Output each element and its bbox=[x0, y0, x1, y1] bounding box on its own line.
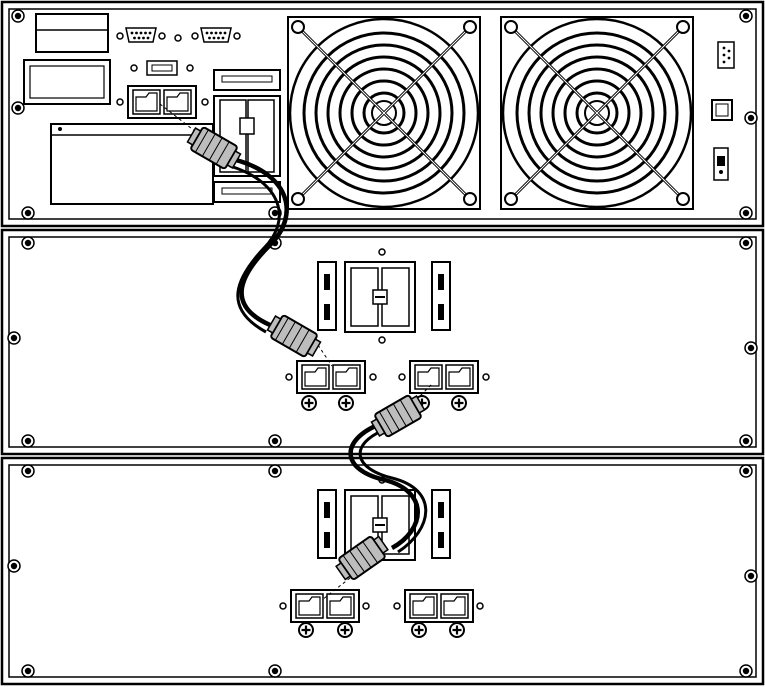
pack1-bracket-right bbox=[431, 261, 451, 331]
pack1-bracket-left bbox=[317, 261, 337, 331]
ups-card-slot bbox=[23, 59, 111, 105]
ups-label-plate bbox=[50, 123, 214, 205]
ups-cooling-fan-left bbox=[286, 15, 482, 211]
ups-cooling-fan-right bbox=[499, 15, 695, 211]
pack1-breaker bbox=[344, 261, 416, 333]
ups-slot-cover bbox=[35, 13, 109, 53]
ups-comm-ports bbox=[116, 27, 241, 76]
pack2-bracket-right bbox=[431, 489, 451, 559]
ups-battery-socket bbox=[116, 85, 209, 119]
ups-input-breaker bbox=[213, 69, 281, 203]
battery-cable-2 bbox=[321, 383, 433, 601]
battery-cable-1 bbox=[159, 103, 333, 367]
pack2-bracket-left bbox=[317, 489, 337, 559]
ups-main-unit bbox=[0, 0, 765, 228]
external-battery-pack-2 bbox=[0, 456, 765, 686]
ups-right-ports bbox=[711, 41, 735, 181]
